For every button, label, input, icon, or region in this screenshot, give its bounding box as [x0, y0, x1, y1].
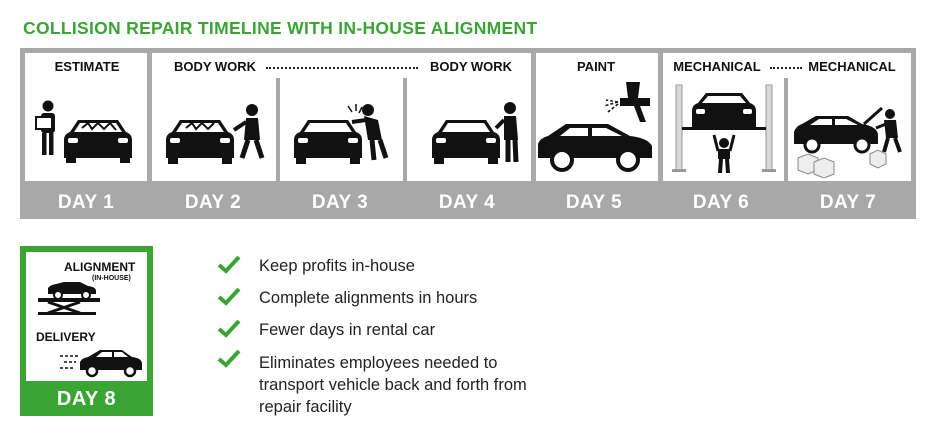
panel-divider — [276, 78, 280, 181]
mechanical-illustration — [794, 106, 902, 178]
mechanic-icon — [351, 104, 389, 161]
checkmark-icon — [217, 349, 241, 368]
panel-divider — [784, 78, 788, 181]
spray-gun-icon — [603, 82, 650, 122]
stage-mechanical-end: MECHANICAL — [808, 59, 896, 74]
benefit-text: Fewer days in rental car — [259, 321, 436, 339]
day-label-3: DAY 3 — [311, 192, 369, 213]
mechanical-dotted-line — [770, 67, 802, 69]
stage-body-work-start: BODY WORK — [173, 59, 257, 74]
mechanic-icon — [875, 109, 902, 153]
body-work-illustration-day-4 — [432, 102, 519, 164]
checkmark-icon — [217, 319, 241, 338]
checkmark-icon — [217, 255, 241, 274]
person-holding-box-icon — [35, 100, 55, 155]
mechanic-icon — [494, 102, 519, 163]
day-label-6: DAY 6 — [692, 192, 750, 213]
in-house-label: (IN-HOUSE) — [92, 275, 131, 282]
day-label-8: DAY 8 — [56, 388, 117, 410]
panel-body-work — [152, 53, 531, 181]
body-work-illustration-day-2 — [166, 104, 265, 164]
damaged-car-icon — [64, 120, 132, 163]
delivery-label: DELIVERY — [36, 330, 96, 344]
mechanic-icon — [712, 134, 736, 173]
day-8-inner: ALIGNMENT (IN-HOUSE) DELIVERY — [26, 252, 147, 381]
body-work-dotted-line — [266, 67, 418, 69]
moving-car-icon — [60, 350, 142, 378]
car-icon — [682, 93, 766, 130]
mechanic-icon — [232, 104, 265, 159]
paint-illustration — [538, 82, 652, 172]
day-label-1: DAY 1 — [57, 192, 115, 213]
checkmark-icon — [217, 287, 241, 306]
stage-estimate: ESTIMATE — [54, 59, 120, 74]
car-icon — [794, 106, 883, 154]
benefit-text: Keep profits in-house — [259, 257, 415, 275]
damaged-car-icon — [166, 120, 234, 164]
estimate-illustration — [35, 100, 132, 163]
page-title: COLLISION REPAIR TIMELINE WITH IN-HOUSE … — [23, 18, 538, 38]
day-row: DAY 1 DAY 2 DAY 3 DAY 4 DAY 5 DAY 6 DAY … — [20, 186, 916, 219]
alignment-lift-icon — [38, 282, 100, 315]
stage-body-work-end: BODY WORK — [429, 59, 513, 74]
parts-box-icon — [797, 149, 887, 178]
day-label-2: DAY 2 — [184, 192, 242, 213]
alignment-label: ALIGNMENT — [64, 260, 136, 274]
car-icon — [432, 120, 500, 164]
day-label-7: DAY 7 — [819, 192, 877, 213]
body-work-illustration-day-3 — [294, 104, 389, 164]
day-8-box: ALIGNMENT (IN-HOUSE) DELIVERY DAY 8 — [20, 246, 153, 416]
day-label-4: DAY 4 — [438, 192, 496, 213]
car-icon — [538, 124, 652, 172]
car-icon — [294, 120, 362, 164]
car-lift-illustration — [672, 84, 776, 173]
benefit-text: Eliminates employees needed to transport… — [259, 354, 527, 416]
day-label-5: DAY 5 — [565, 192, 623, 213]
stage-paint: PAINT — [576, 59, 616, 74]
benefit-text: Complete alignments in hours — [259, 289, 478, 307]
stage-mechanical-start: MECHANICAL — [673, 59, 761, 74]
panel-divider — [403, 78, 407, 181]
timeline: ESTIMATE BODY WORK BODY WORK PAINT MECHA… — [20, 48, 916, 219]
